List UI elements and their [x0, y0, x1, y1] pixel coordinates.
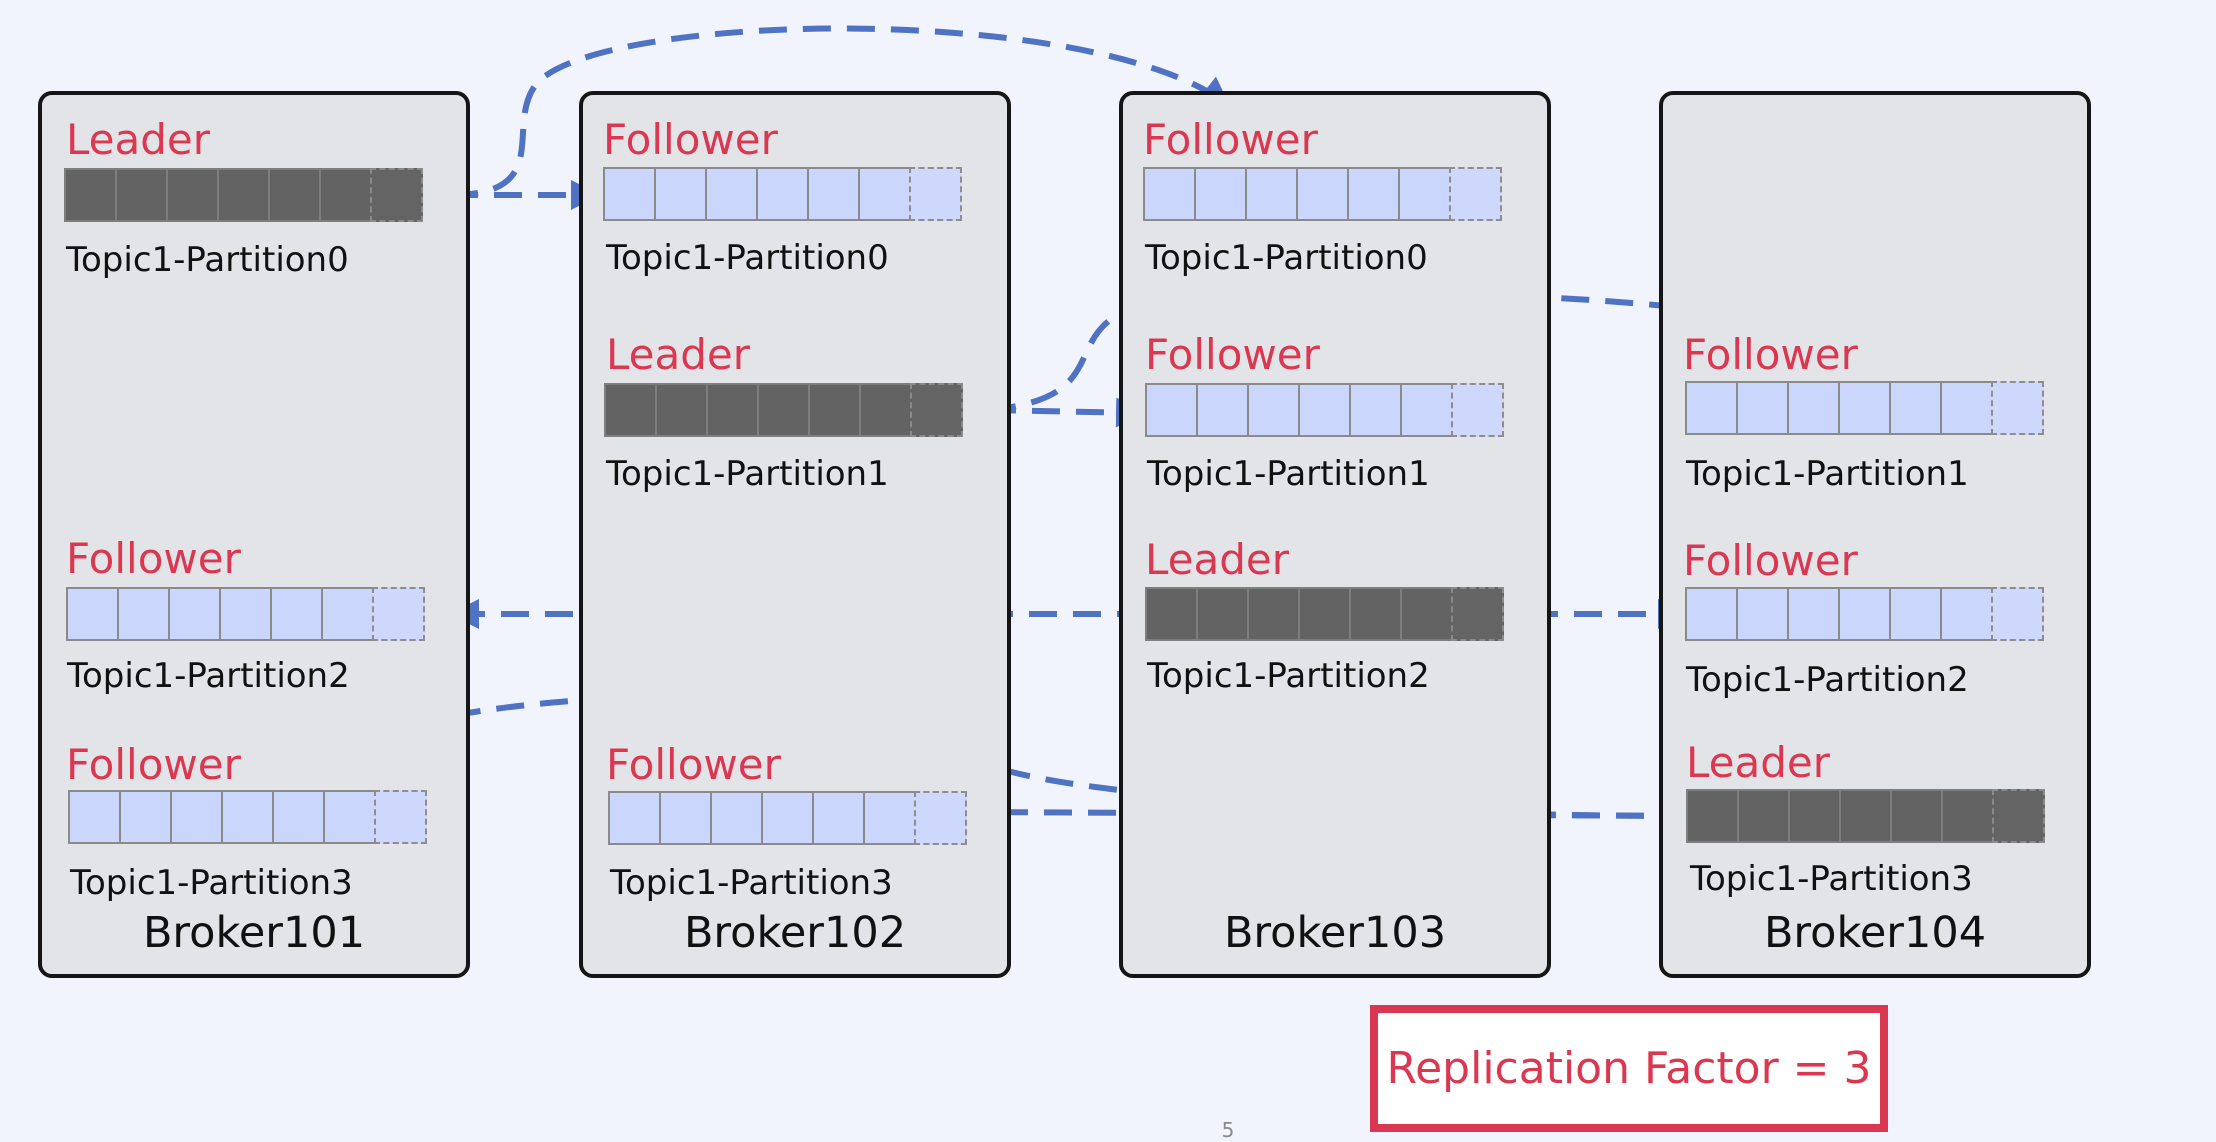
- role-label: Follower: [603, 115, 778, 164]
- replication-factor-box: Replication Factor = 3: [1370, 1005, 1888, 1132]
- partition-bar: [68, 790, 427, 844]
- page-number: 5: [1221, 1118, 1235, 1142]
- partition-bar: [1145, 587, 1504, 641]
- partition-bar: [1685, 587, 2044, 641]
- partition-label: Topic1-Partition0: [66, 240, 349, 280]
- replication-factor-label: Replication Factor = 3: [1386, 1043, 1872, 1094]
- role-label: Leader: [66, 115, 211, 164]
- role-label: Follower: [1143, 115, 1318, 164]
- partition-label: Topic1-Partition2: [1686, 660, 1969, 700]
- partition-bar: [1145, 383, 1504, 437]
- role-label: Follower: [66, 740, 241, 789]
- broker-name: Broker104: [1763, 908, 1987, 958]
- role-label: Leader: [606, 330, 751, 379]
- role-label: Follower: [66, 534, 241, 583]
- broker-name: Broker102: [683, 908, 907, 958]
- role-label: Leader: [1686, 738, 1831, 787]
- partition-label: Topic1-Partition0: [1145, 238, 1428, 278]
- role-label: Follower: [606, 740, 781, 789]
- role-label: Follower: [1145, 330, 1320, 379]
- role-label: Follower: [1683, 536, 1858, 585]
- partition-label: Topic1-Partition2: [67, 656, 350, 696]
- partition-label: Topic1-Partition2: [1147, 656, 1430, 696]
- partition-bar: [604, 383, 963, 437]
- broker-104: [1659, 91, 2091, 978]
- broker-103: [1119, 91, 1551, 978]
- partition-label: Topic1-Partition1: [606, 454, 889, 494]
- role-label: Leader: [1145, 535, 1290, 584]
- partition-bar: [1685, 381, 2044, 435]
- partition-label: Topic1-Partition3: [1690, 859, 1973, 899]
- partition-label: Topic1-Partition0: [606, 238, 889, 278]
- partition-bar: [1143, 167, 1502, 221]
- partition-label: Topic1-Partition3: [70, 863, 353, 903]
- partition-bar: [608, 791, 967, 845]
- partition-label: Topic1-Partition3: [610, 863, 893, 903]
- role-label: Follower: [1683, 330, 1858, 379]
- partition-bar: [66, 587, 425, 641]
- partition-bar: [64, 168, 423, 222]
- broker-name: Broker103: [1223, 908, 1447, 958]
- partition-bar: [1686, 789, 2045, 843]
- partition-bar: [603, 167, 962, 221]
- partition-label: Topic1-Partition1: [1686, 454, 1969, 494]
- partition-label: Topic1-Partition1: [1147, 454, 1430, 494]
- broker-name: Broker101: [142, 908, 366, 958]
